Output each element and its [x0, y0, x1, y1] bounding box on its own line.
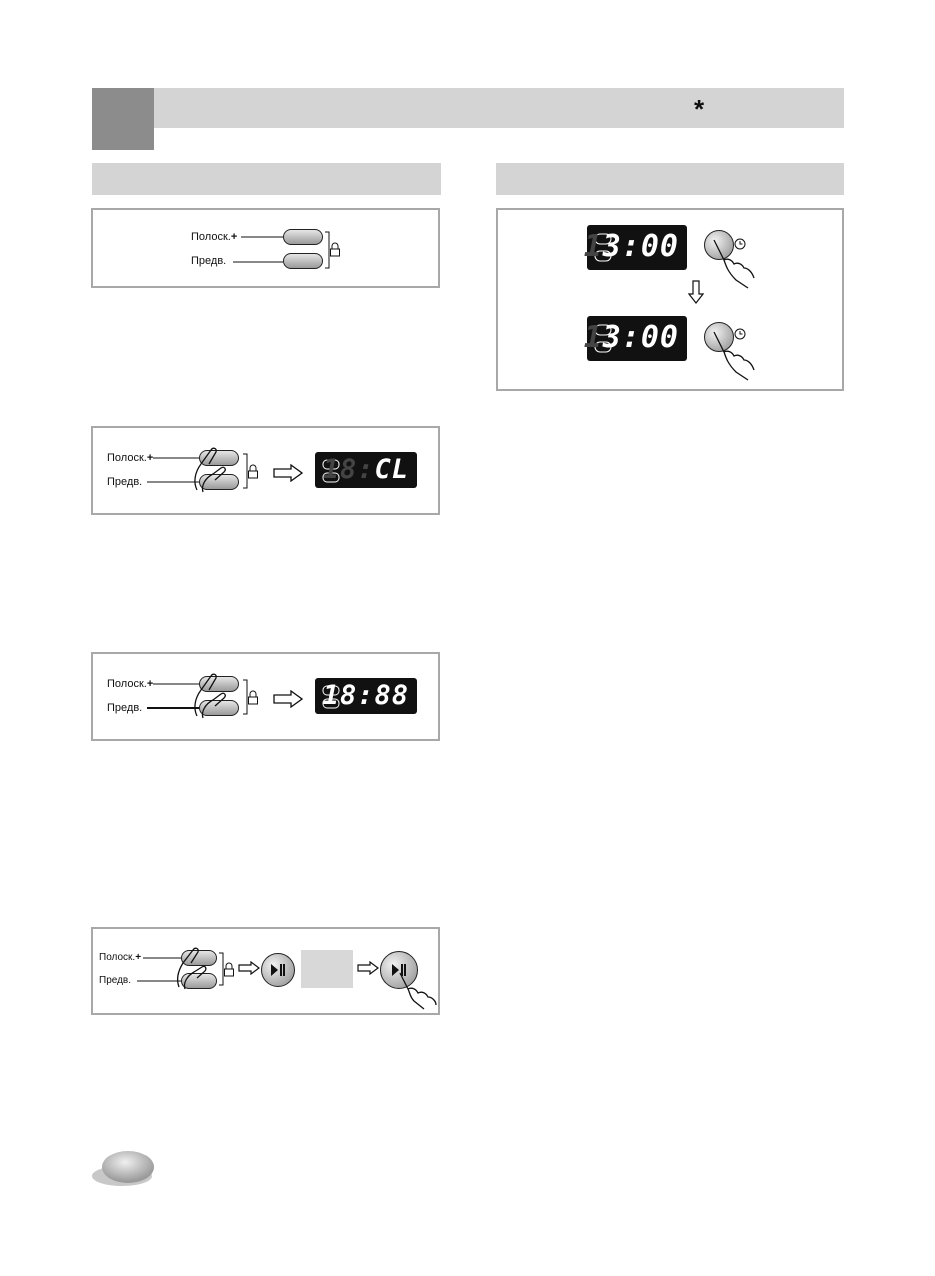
- label-rinse-plus: Полоск.+: [107, 452, 154, 464]
- display-delay-top: 13:00: [584, 225, 687, 270]
- clock-icon: [734, 328, 746, 340]
- plus-icon: +: [146, 452, 154, 464]
- right-section-header: [496, 163, 844, 195]
- lock-icon: [248, 690, 258, 705]
- lock-icon: [248, 464, 258, 479]
- arrow-right-icon: [273, 464, 303, 482]
- plus-icon: +: [230, 231, 238, 243]
- label-prewash: Предв.: [107, 476, 143, 488]
- asterisk-mark: *: [694, 94, 705, 124]
- play-pause-icon: [392, 964, 406, 976]
- play-pause-icon: [271, 964, 285, 976]
- panel-lock-on: Полоск.+ Предв. 18:CL: [91, 426, 440, 515]
- leader-lines: [147, 679, 248, 715]
- start-pause-button[interactable]: [380, 951, 418, 989]
- prewash-button[interactable]: [283, 253, 323, 269]
- prewash-button[interactable]: [181, 973, 217, 989]
- panel-child-lock-buttons: Полоск.+ Предв.: [91, 208, 440, 288]
- start-pause-button[interactable]: [261, 953, 295, 987]
- section-number-block: [92, 88, 154, 150]
- label-prewash: Предв.: [191, 255, 227, 267]
- hand-icon: [399, 972, 437, 1010]
- hand-icon: [194, 673, 226, 719]
- label-rinse-plus: Полоск.+: [99, 952, 142, 963]
- display-18-88: 18:88: [315, 678, 417, 714]
- delay-end-button[interactable]: [704, 230, 734, 260]
- plus-icon: +: [146, 678, 154, 690]
- arrow-down-icon: [688, 280, 704, 304]
- plus-icon: +: [135, 952, 142, 963]
- left-section-header: [92, 163, 441, 195]
- prewash-button[interactable]: [199, 474, 239, 490]
- delay-end-button[interactable]: [704, 322, 734, 352]
- rinse-plus-button[interactable]: [199, 450, 239, 466]
- arrow-right-icon: [238, 961, 260, 975]
- rinse-plus-button[interactable]: [283, 229, 323, 245]
- clock-icon: [734, 238, 746, 250]
- wash-icon: [322, 459, 340, 483]
- label-prewash: Предв.: [107, 702, 143, 714]
- display-cl: 18:CL: [315, 452, 417, 488]
- label-rinse-plus: Полоск.+: [191, 231, 238, 243]
- page-number-oval: [92, 1151, 154, 1186]
- hand-icon: [713, 331, 755, 381]
- intermediate-step-box: [301, 950, 353, 988]
- page-title-bar: *: [154, 88, 844, 128]
- arrow-right-icon: [273, 690, 303, 708]
- panel-delay-timer: 13:00 13:00: [496, 208, 844, 391]
- panel-lock-off: Полоск.+ Предв. 18:88: [91, 652, 440, 741]
- arrow-right-icon: [357, 961, 379, 975]
- rinse-plus-button[interactable]: [199, 676, 239, 692]
- lock-icon: [330, 242, 340, 257]
- label-rinse-plus: Полоск.+: [107, 678, 154, 690]
- leader-lines: [137, 952, 224, 986]
- rinse-icon: [594, 233, 612, 262]
- leader-lines: [147, 453, 248, 489]
- wash-icon: [322, 685, 340, 709]
- hand-icon: [176, 947, 207, 990]
- leader-lines: [233, 231, 330, 269]
- display-delay-bottom: 13:00: [584, 316, 687, 361]
- hand-icon: [713, 239, 755, 289]
- panel-lock-start: Полоск.+ Предв.: [91, 927, 440, 1015]
- prewash-button[interactable]: [199, 700, 239, 716]
- rinse-icon: [594, 324, 612, 353]
- hand-icon: [194, 447, 226, 493]
- lock-icon: [224, 962, 234, 977]
- label-prewash: Предв.: [99, 975, 132, 986]
